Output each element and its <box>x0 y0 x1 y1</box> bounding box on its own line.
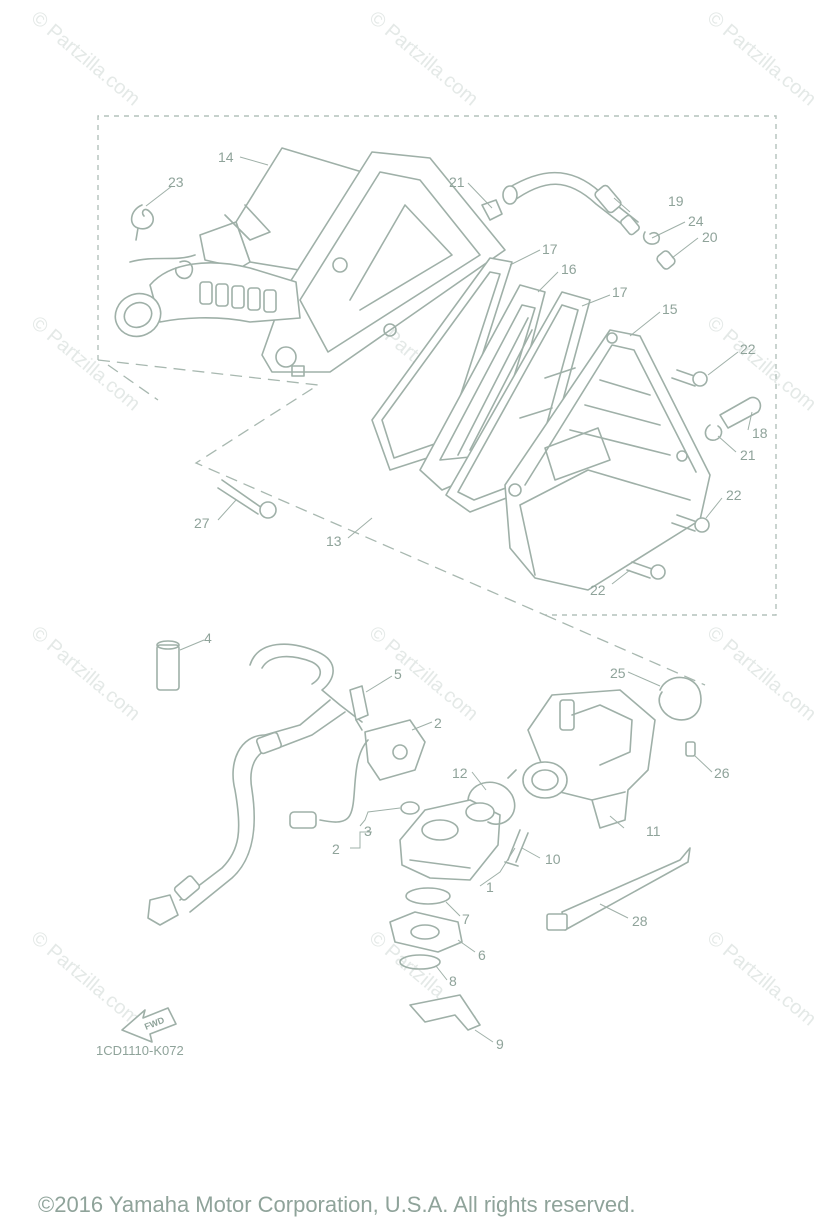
throttle-body-11 <box>522 689 656 829</box>
screw-10 <box>504 829 529 867</box>
parts-diagram: © Partzilla.com © Partzilla.com © Partzi… <box>27 7 820 1058</box>
leader-lines <box>145 156 753 1043</box>
pipe-4 <box>156 640 180 691</box>
diagram-code: 1CD1110-K072 <box>96 1043 184 1058</box>
assembly-13-boundary <box>97 115 777 686</box>
o-ring-8 <box>399 954 441 970</box>
clamp-21 <box>704 424 723 441</box>
callout-1: 1 <box>486 879 494 895</box>
callout-16: 16 <box>561 261 577 277</box>
callout-layer: 14 23 21 19 24 20 17 16 17 15 22 18 21 2… <box>168 149 768 1052</box>
callout-23: 23 <box>168 174 184 190</box>
callout-22: 22 <box>726 487 742 503</box>
callout-2: 2 <box>434 715 442 731</box>
watermark: © Partzilla.com <box>27 927 144 1030</box>
watermark: © Partzilla.com <box>365 7 482 110</box>
callout-8: 8 <box>449 973 457 989</box>
callout-27: 27 <box>194 515 210 531</box>
callout-7: 7 <box>462 911 470 927</box>
insulator-6 <box>389 911 463 953</box>
callout-10: 10 <box>545 851 561 867</box>
callout-15: 15 <box>662 301 678 317</box>
breather-hose-19 <box>481 171 676 270</box>
watermark: © Partzilla.com <box>365 622 482 725</box>
callout-20: 20 <box>702 229 718 245</box>
watermark: © Partzilla.com <box>703 312 820 415</box>
callout-12: 12 <box>452 765 468 781</box>
callout-22: 22 <box>590 582 606 598</box>
watermark: © Partzilla.com <box>703 927 820 1030</box>
intake-joint-1 <box>399 799 501 881</box>
callout-22: 22 <box>740 341 756 357</box>
air-filter-elements <box>371 257 591 513</box>
fwd-arrow: FWD <box>121 1007 177 1043</box>
o-ring-7 <box>405 887 451 905</box>
breather-hose-bent <box>147 643 363 926</box>
cable-tie-28 <box>546 847 691 931</box>
callout-17: 17 <box>612 284 628 300</box>
callout-5: 5 <box>394 666 402 682</box>
callout-21: 21 <box>449 174 465 190</box>
callout-21: 21 <box>740 447 756 463</box>
watermark: © Partzilla.com <box>703 7 820 110</box>
callout-14: 14 <box>218 149 234 165</box>
callout-9: 9 <box>496 1036 504 1052</box>
callout-11: 11 <box>646 823 661 839</box>
callout-26: 26 <box>714 765 730 781</box>
cap-26 <box>685 741 696 757</box>
clip-23 <box>130 204 154 241</box>
screws <box>217 369 710 580</box>
callout-19: 19 <box>668 193 684 209</box>
clamp-25 <box>658 676 702 721</box>
callout-25: 25 <box>610 665 626 681</box>
joint-sensor <box>289 685 426 829</box>
callout-4: 4 <box>204 630 212 646</box>
clamp-12 <box>467 769 517 825</box>
callout-18: 18 <box>752 425 768 441</box>
copyright-footer: ©2016 Yamaha Motor Corporation, U.S.A. A… <box>0 1190 823 1230</box>
watermark: © Partzilla.com <box>27 622 144 725</box>
callout-28: 28 <box>632 913 648 929</box>
watermark: © Partzilla.com <box>703 622 820 725</box>
callout-6: 6 <box>478 947 486 963</box>
hose-18 <box>719 396 762 429</box>
air-cleaner-case <box>114 147 506 377</box>
callout-13: 13 <box>326 533 342 549</box>
watermark: © Partzilla.com <box>27 7 144 110</box>
callout-17: 17 <box>542 241 558 257</box>
copyright-text: ©2016 Yamaha Motor Corporation, U.S.A. A… <box>38 1192 636 1217</box>
callout-24: 24 <box>688 213 704 229</box>
callout-3: 3 <box>364 823 372 839</box>
gasket-9 <box>409 994 481 1031</box>
callout-2: 2 <box>332 841 340 857</box>
